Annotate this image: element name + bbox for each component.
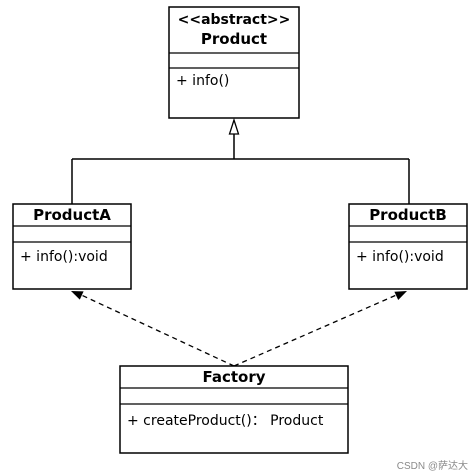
dependency-connectors [76, 292, 402, 367]
dependency-to-product-a [76, 292, 235, 367]
dependency-arrowhead-a [71, 291, 84, 300]
class-box [348, 203, 468, 290]
class-product-b: ProductB + info():void [348, 203, 468, 290]
class-box [12, 203, 132, 290]
dependency-arrowhead-b [394, 291, 407, 300]
generalization-connector [71, 134, 410, 204]
watermark: CSDN @萨达大 [396, 461, 468, 472]
dependency-to-product-b [233, 292, 402, 367]
class-method: + info():void [20, 249, 108, 265]
class-box [168, 6, 300, 119]
class-name: Factory [202, 368, 265, 386]
class-name: ProductA [33, 206, 111, 224]
class-product: <<abstract>> Product + info() [168, 6, 300, 119]
generalization-arrowhead [228, 117, 240, 135]
class-method: + info():void [356, 249, 444, 265]
class-name: Product [201, 30, 267, 48]
class-box [119, 365, 349, 454]
class-factory: Factory + createProduct()： Product [119, 365, 349, 454]
class-method: + createProduct()： Product [127, 413, 324, 429]
class-stereotype: <<abstract>> [178, 12, 291, 28]
class-name: ProductB [369, 206, 447, 224]
class-product-a: ProductA + info():void [12, 203, 132, 290]
class-method: + info() [176, 73, 229, 89]
